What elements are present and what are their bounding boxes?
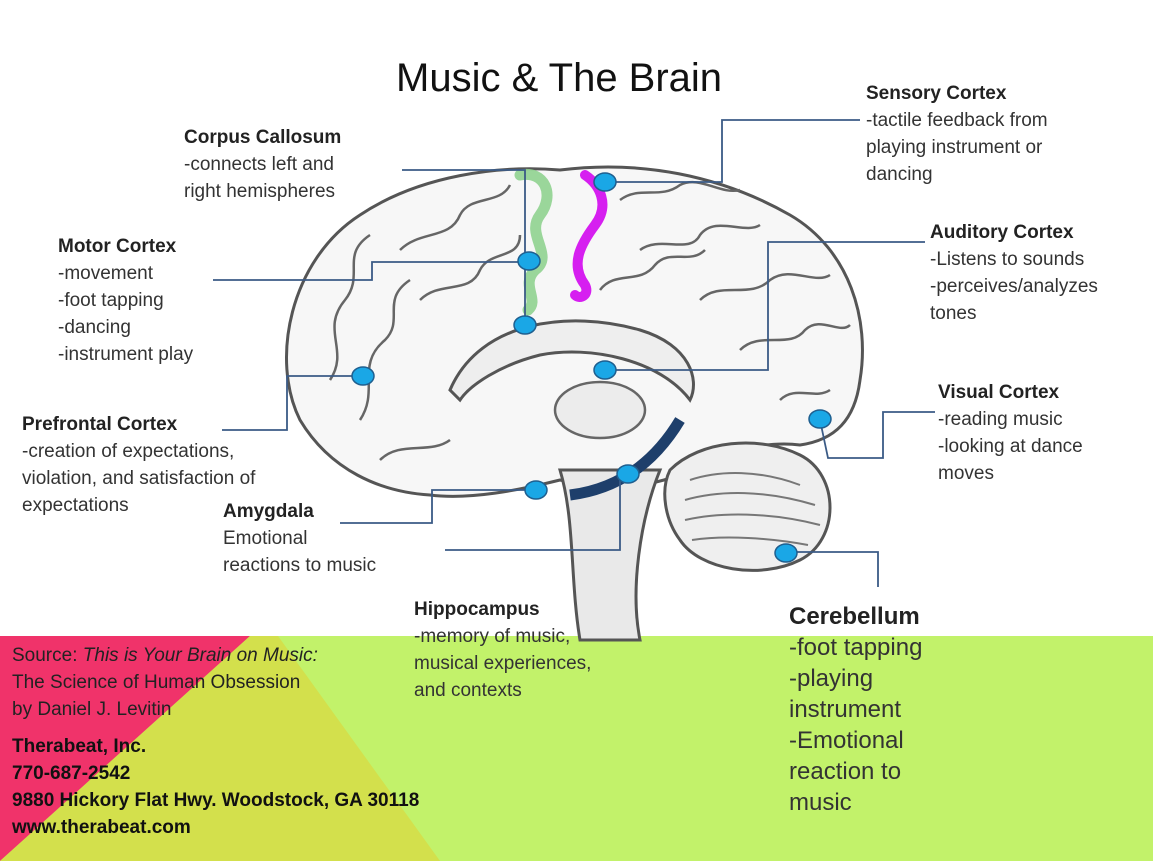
phone-number: 770-687-2542 <box>12 763 131 784</box>
auditory-cortex-heading: Auditory Cortex <box>930 222 1074 243</box>
source-author: by Daniel J. Levitin <box>12 699 172 720</box>
auditory-cortex-line: -Listens to sounds <box>930 249 1085 270</box>
hippocampus-line: and contexts <box>414 680 522 701</box>
corpus-callosum-highlight <box>514 168 553 316</box>
sensory-cortex-line: dancing <box>866 164 933 185</box>
source-subtitle: The Science of Human Obsession <box>12 672 301 693</box>
cerebellum-line: reaction to <box>789 758 902 785</box>
corpus-callosum-marker <box>513 315 537 335</box>
contact-block: Therabeat, Inc. 770-687-2542 9880 Hickor… <box>12 733 419 841</box>
visual-cortex-line: -reading music <box>938 409 1063 430</box>
source-citation: Source: This is Your Brain on Music: The… <box>12 642 318 723</box>
hippocampus-line: -memory of music, <box>414 626 571 647</box>
motor-cortex-line: -instrument play <box>58 344 194 365</box>
cerebellum-line: music <box>789 789 852 816</box>
auditory-cortex-leader <box>605 241 925 371</box>
label-prefrontal-cortex: Prefrontal Cortex -creation of expectati… <box>22 411 255 519</box>
prefrontal-cortex-line: expectations <box>22 495 129 516</box>
cerebellum-line: -foot tapping <box>789 634 923 661</box>
leader-lines <box>213 119 935 587</box>
auditory-cortex-line: tones <box>930 303 977 324</box>
corpus-callosum-line: right hemispheres <box>184 181 336 202</box>
motor-cortex-marker <box>517 251 541 271</box>
source-book-title: This is Your Brain on Music: <box>82 645 318 666</box>
sensory-cortex-line: playing instrument or <box>866 137 1043 158</box>
thalamus <box>553 380 647 440</box>
amygdala-line: reactions to music <box>223 555 377 576</box>
motor-cortex-line: -foot tapping <box>58 290 164 311</box>
label-sensory-cortex: Sensory Cortex -tactile feedback from pl… <box>866 80 1048 188</box>
prefrontal-cortex-marker <box>351 366 375 386</box>
hippocampus-marker <box>616 464 640 484</box>
motor-cortex-line: -movement <box>58 263 154 284</box>
company-name: Therabeat, Inc. <box>12 736 147 757</box>
corpus-callosum-line: -connects left and <box>184 154 334 175</box>
visual-cortex-line: moves <box>938 463 994 484</box>
website-link[interactable]: www.therabeat.com <box>12 817 191 838</box>
corpus-callosum-heading: Corpus Callosum <box>184 127 342 148</box>
amygdala-leader <box>340 489 535 524</box>
label-amygdala: Amygdala Emotional reactions to music <box>223 498 376 579</box>
label-cerebellum: Cerebellum -foot tapping -playing instru… <box>789 601 922 818</box>
motor-cortex-line: -dancing <box>58 317 131 338</box>
cerebellum-line: -Emotional <box>789 727 904 754</box>
sensory-cortex-leader <box>605 119 860 183</box>
motor-cortex-leader <box>213 261 527 281</box>
region-markers <box>351 172 832 563</box>
prefrontal-cortex-heading: Prefrontal Cortex <box>22 414 178 435</box>
sensory-cortex-heading: Sensory Cortex <box>866 83 1007 104</box>
hippocampus-heading: Hippocampus <box>414 599 540 620</box>
cerebellum-line: instrument <box>789 696 902 723</box>
label-motor-cortex: Motor Cortex -movement -foot tapping -da… <box>58 233 193 368</box>
motor-cortex-heading: Motor Cortex <box>58 236 177 257</box>
visual-cortex-leader <box>819 411 935 459</box>
sensory-cortex-highlight <box>570 170 608 302</box>
amygdala-heading: Amygdala <box>223 501 314 522</box>
footer-color-shapes <box>0 636 440 861</box>
sensory-cortex-marker <box>593 172 617 192</box>
cerebellum-folia <box>684 472 821 546</box>
visual-cortex-marker <box>808 409 832 429</box>
visual-cortex-heading: Visual Cortex <box>938 382 1060 403</box>
prefrontal-cortex-leader <box>222 375 360 431</box>
cerebellum-leader <box>786 551 879 587</box>
auditory-cortex-line: -perceives/analyzes <box>930 276 1098 297</box>
address: 9880 Hickory Flat Hwy. Woodstock, GA 301… <box>12 790 420 811</box>
cerebellum-line: -playing <box>789 665 874 692</box>
sensory-cortex-line: -tactile feedback from <box>866 110 1048 131</box>
label-visual-cortex: Visual Cortex -reading music -looking at… <box>938 379 1083 487</box>
prefrontal-cortex-line: violation, and satisfaction of <box>22 468 256 489</box>
amygdala-line: Emotional <box>223 528 308 549</box>
gyri-folds <box>328 180 851 461</box>
corpus-callosum-arch <box>448 319 695 403</box>
cerebellum-heading: Cerebellum <box>789 603 920 630</box>
prefrontal-cortex-line: -creation of expectations, <box>22 441 235 462</box>
label-auditory-cortex: Auditory Cortex -Listens to sounds -perc… <box>930 219 1098 327</box>
olive-triangle <box>0 636 440 861</box>
label-hippocampus: Hippocampus -memory of music, musical ex… <box>414 596 591 704</box>
brainstem <box>557 468 663 642</box>
source-prefix: Source: <box>12 645 83 666</box>
amygdala-marker <box>524 480 548 500</box>
cerebellum-marker <box>774 543 798 563</box>
hippocampus-line: musical experiences, <box>414 653 592 674</box>
auditory-cortex-marker <box>593 360 617 380</box>
visual-cortex-line: -looking at dance <box>938 436 1083 457</box>
page-title: Music & The Brain <box>396 56 723 100</box>
label-corpus-callosum: Corpus Callosum -connects left and right… <box>184 124 341 205</box>
